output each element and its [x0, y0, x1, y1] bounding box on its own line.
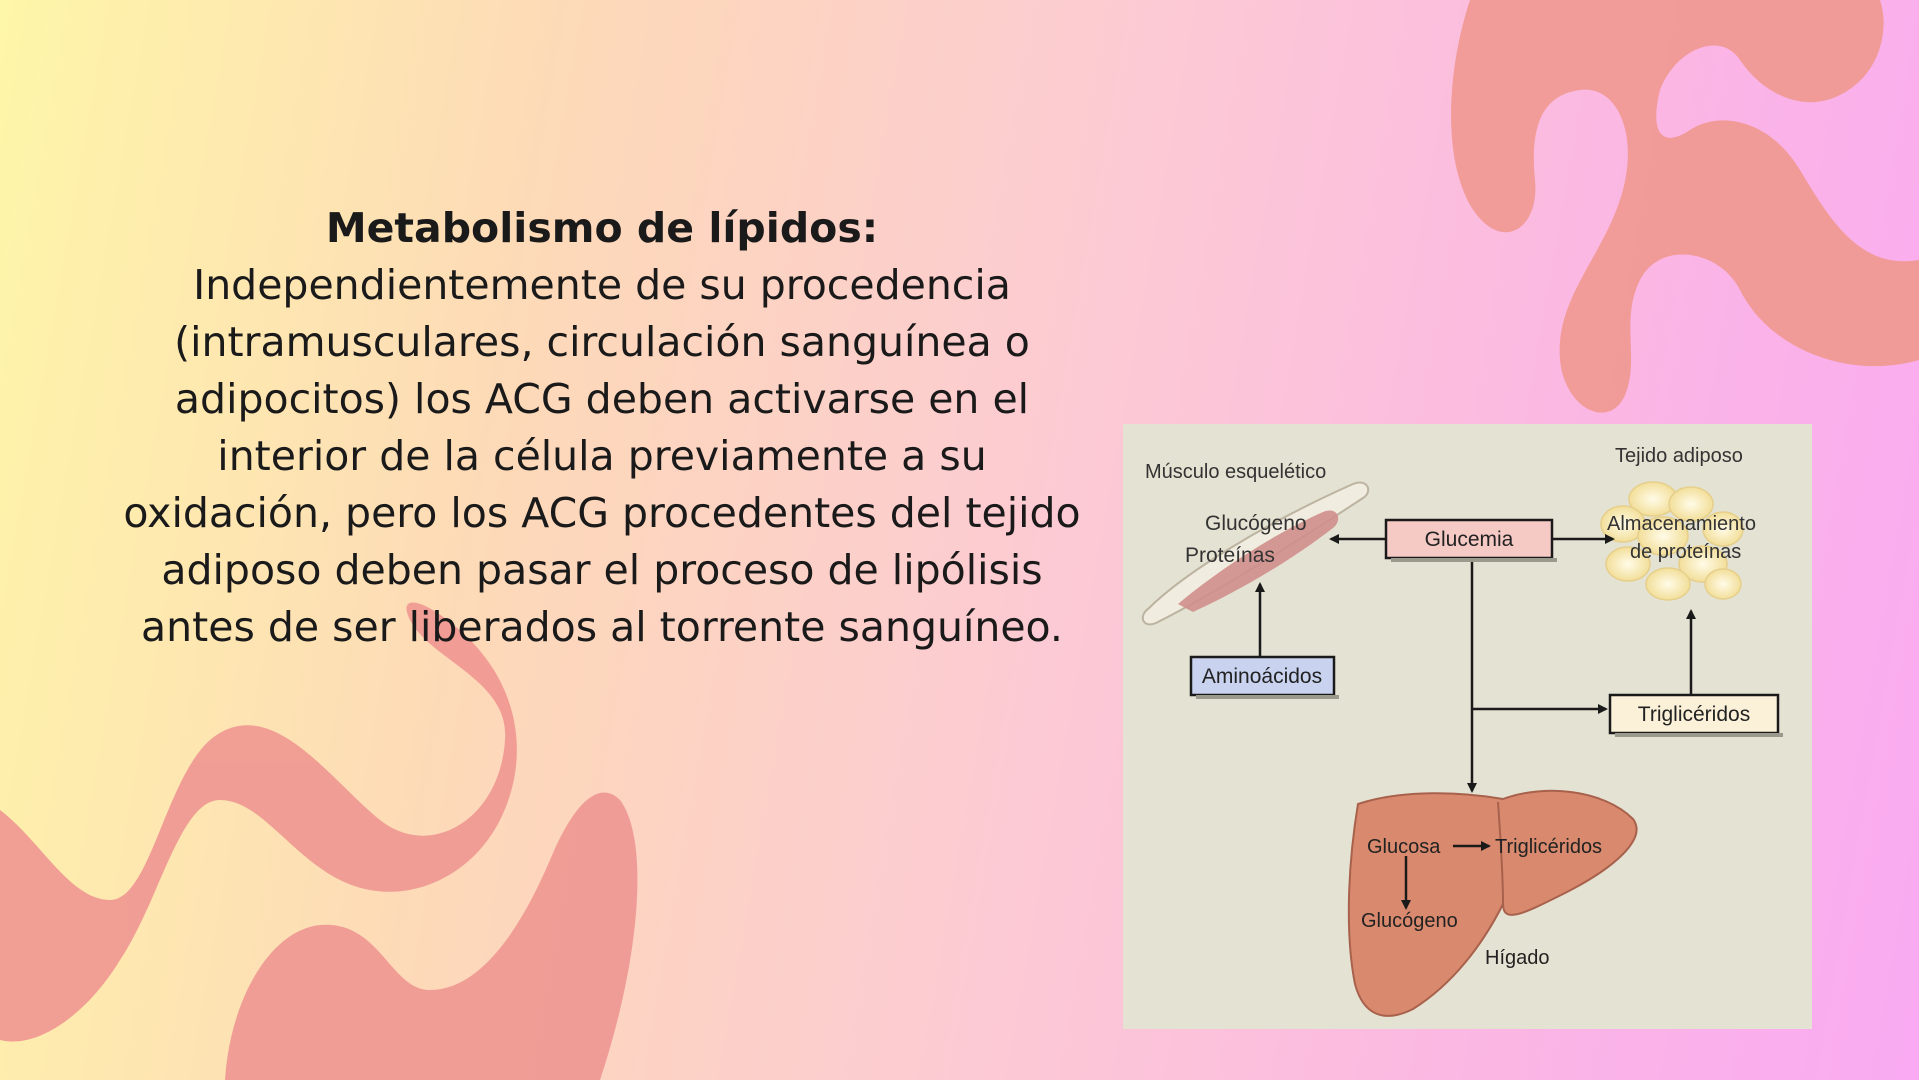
- muscle-glycogen-label: Glucógeno: [1205, 512, 1307, 535]
- storage-label-line1: Almacenamiento: [1607, 513, 1756, 535]
- adipose-title: Tejido adiposo: [1615, 445, 1743, 467]
- blob-bottom-left: [0, 602, 517, 1042]
- slide-paragraph: Metabolismo de lípidos: Independientemen…: [112, 200, 1092, 656]
- paragraph-lead: Metabolismo de lípidos:: [325, 204, 879, 252]
- adipose-illustration: [1600, 481, 1744, 601]
- blob-top-right: [1451, 0, 1919, 413]
- liver-title: Hígado: [1485, 947, 1550, 969]
- diagram-arrows: [1255, 534, 1696, 910]
- liver-triglycerides-label: Triglicéridos: [1495, 836, 1602, 858]
- paragraph-body: Independientemente de su procedencia (in…: [123, 261, 1081, 651]
- amino-acids-label: Aminoácidos: [1202, 665, 1322, 688]
- liver-glycogen-label: Glucógeno: [1361, 910, 1458, 932]
- metabolism-diagram: Músculo esquelético Glucógeno Proteínas …: [1123, 424, 1812, 1029]
- triglycerides-box-label: Triglicéridos: [1638, 703, 1750, 726]
- muscle-illustration: [1141, 481, 1370, 626]
- muscle-proteins-label: Proteínas: [1185, 544, 1275, 567]
- muscle-title: Músculo esquelético: [1145, 461, 1326, 483]
- storage-label-line2: de proteínas: [1630, 541, 1741, 563]
- liver-glucose-label: Glucosa: [1367, 836, 1441, 858]
- liver-illustration: [1347, 789, 1638, 1017]
- glycemia-box: [1384, 518, 1554, 560]
- amino-acids-box: [1189, 655, 1336, 697]
- glycemia-label: Glucemia: [1425, 528, 1514, 551]
- blob-bottom-center: [225, 792, 638, 1080]
